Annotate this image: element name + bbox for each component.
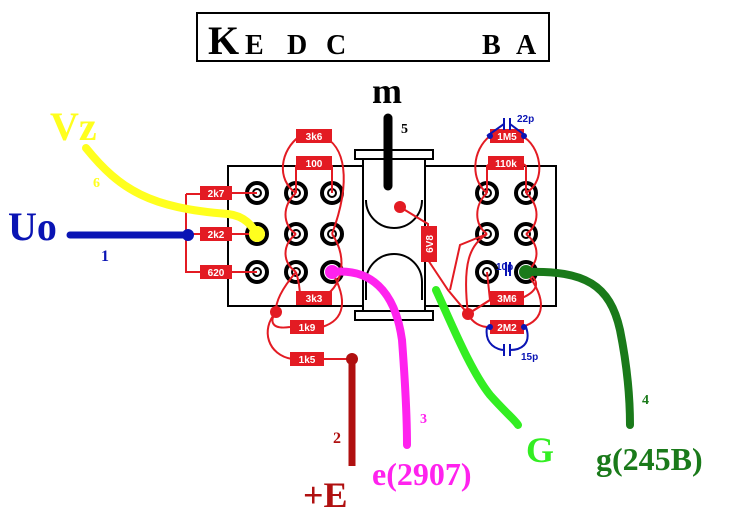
svg-text:1M5: 1M5 bbox=[497, 132, 517, 143]
resistors: 2k7 2k2 620 3k6 100 3k3 1k9 1k5 1M5 110k… bbox=[200, 129, 524, 366]
terminal-g245b-label: g(245B) bbox=[596, 441, 703, 477]
svg-text:110k: 110k bbox=[495, 159, 517, 170]
header-label-e: E bbox=[245, 30, 264, 61]
terminal-g245b-number: 4 bbox=[642, 393, 649, 408]
header-label-c: C bbox=[326, 30, 346, 61]
svg-text:2k2: 2k2 bbox=[208, 230, 225, 241]
header-label-d: D bbox=[287, 30, 307, 61]
svg-text:3k3: 3k3 bbox=[306, 294, 323, 305]
resistor-2k7: 2k7 bbox=[200, 186, 232, 200]
resistor-1k9: 1k9 bbox=[290, 320, 324, 334]
svg-text:3k6: 3k6 bbox=[306, 132, 323, 143]
header-label-a: A bbox=[516, 30, 537, 61]
resistor-1m5: 1M5 bbox=[490, 129, 524, 143]
wire-plus-e bbox=[346, 353, 358, 466]
svg-text:3M6: 3M6 bbox=[497, 294, 517, 305]
terminal-plus-e-label: +E bbox=[303, 475, 348, 515]
resistor-100: 100 bbox=[296, 156, 332, 170]
terminal-e2907-label: e(2907) bbox=[372, 456, 472, 492]
svg-text:2k7: 2k7 bbox=[208, 189, 225, 200]
header-label-k: K bbox=[208, 18, 239, 63]
terminal-uo-label: Uo bbox=[8, 204, 57, 249]
terminal-g-label: G bbox=[526, 430, 554, 470]
resistor-1k5: 1k5 bbox=[290, 352, 324, 366]
svg-text:6V8: 6V8 bbox=[425, 235, 436, 253]
svg-text:2M2: 2M2 bbox=[497, 323, 517, 334]
header-label-b: B bbox=[482, 30, 501, 61]
header-box bbox=[196, 12, 550, 62]
terminal-m-label: m bbox=[372, 71, 402, 111]
svg-text:1k5: 1k5 bbox=[299, 355, 316, 366]
resistor-3m6: 3M6 bbox=[490, 291, 524, 305]
svg-text:620: 620 bbox=[208, 268, 225, 279]
wire-uo bbox=[66, 229, 194, 241]
wire-g245b bbox=[519, 265, 634, 429]
terminal-vz-number: 6 bbox=[93, 176, 100, 191]
capacitor-dots bbox=[487, 133, 527, 330]
wire-e2907 bbox=[325, 265, 411, 449]
capacitor-22p-label: 22p bbox=[517, 114, 534, 125]
resistor-3k6: 3k6 bbox=[296, 129, 332, 143]
svg-text:1k9: 1k9 bbox=[299, 323, 316, 334]
capacitor-10p-label: 10p bbox=[496, 262, 513, 273]
resistor-2m2: 2M2 bbox=[490, 320, 524, 334]
wire-vz bbox=[82, 144, 265, 242]
terminal-vz-label: Vz bbox=[50, 104, 97, 149]
terminal-plus-e-number: 2 bbox=[333, 430, 341, 447]
terminal-m-number: 5 bbox=[401, 122, 408, 137]
resistor-110k: 110k bbox=[488, 156, 524, 170]
resistor-620: 620 bbox=[200, 265, 232, 279]
wire-g bbox=[432, 286, 522, 429]
resistor-2k2: 2k2 bbox=[200, 227, 232, 241]
terminal-e2907-number: 3 bbox=[420, 412, 427, 427]
capacitors bbox=[485, 118, 529, 356]
capacitor-15p-label: 15p bbox=[521, 352, 538, 363]
zener-6v8: 6V8 bbox=[421, 226, 437, 262]
terminal-uo-number: 1 bbox=[101, 248, 109, 265]
svg-text:100: 100 bbox=[306, 159, 323, 170]
resistor-3k3: 3k3 bbox=[296, 291, 332, 305]
junction-dots bbox=[270, 201, 474, 320]
